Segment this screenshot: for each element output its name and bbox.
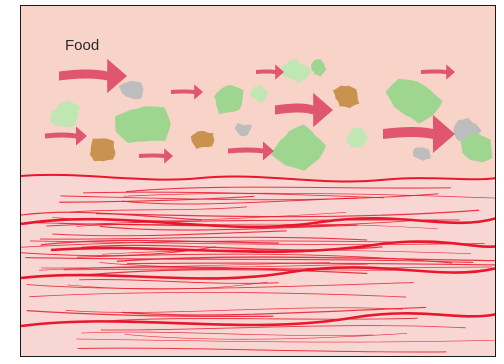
- food-digestion-illustration: [21, 6, 496, 357]
- food-label: Food: [65, 37, 99, 54]
- food-particle-brown: [90, 138, 116, 161]
- diagram-frame: Food: [20, 5, 496, 357]
